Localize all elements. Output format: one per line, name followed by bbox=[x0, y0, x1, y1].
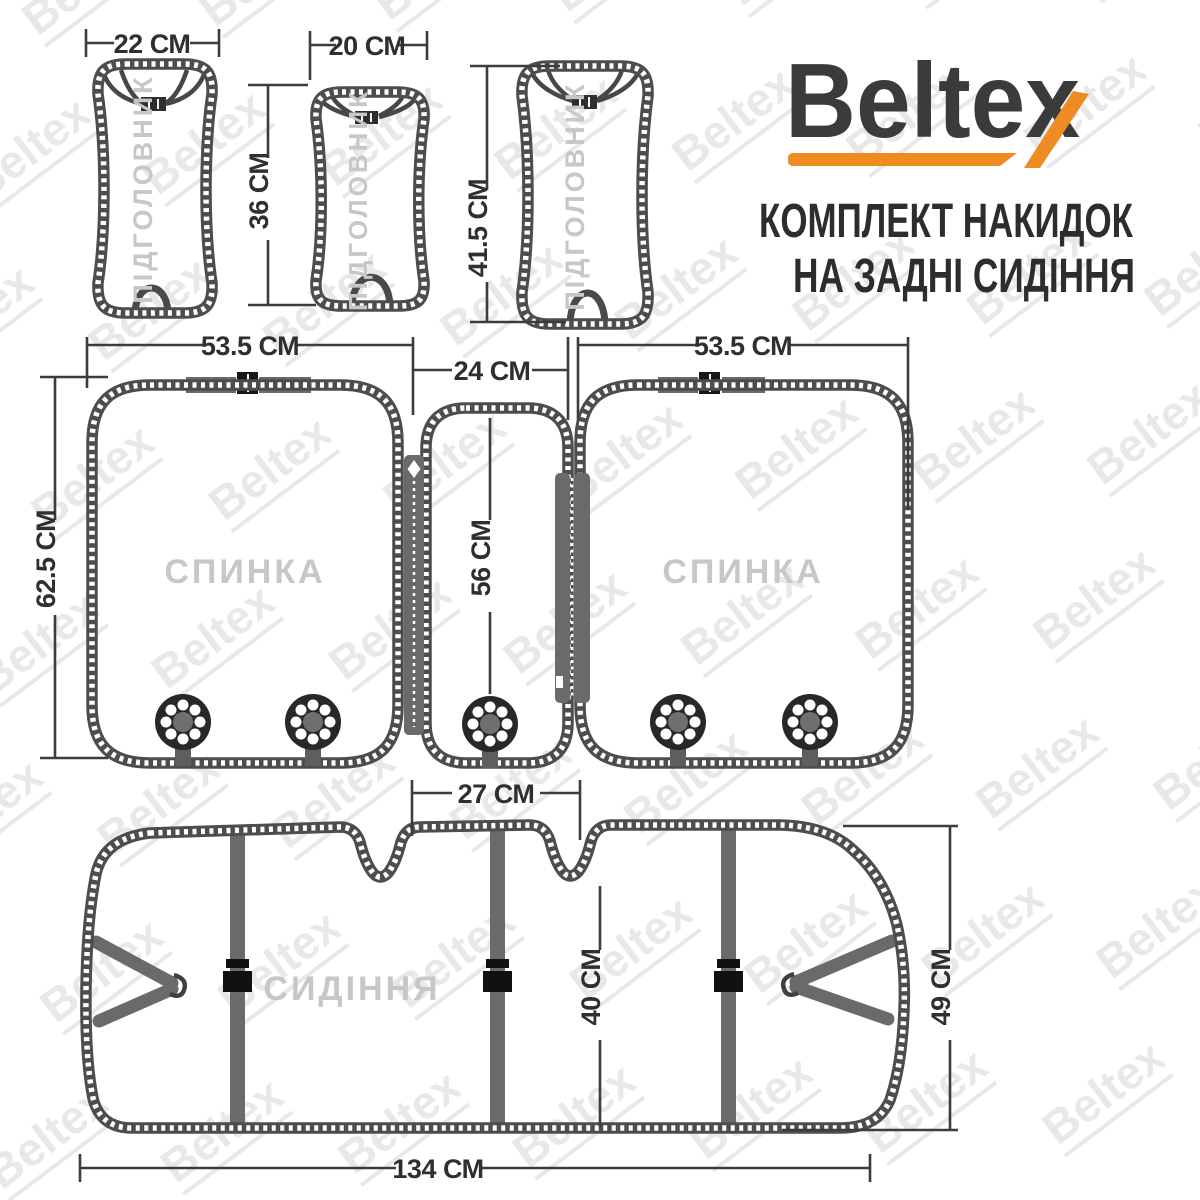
dim-seat-depth: 40 СМ bbox=[576, 949, 606, 1026]
headrest-1-strap-buckle bbox=[141, 97, 166, 111]
dim-backrest-right-width: 53.5 СМ bbox=[694, 331, 792, 361]
seat-hook-strap-left bbox=[89, 935, 188, 1028]
zipper-pull bbox=[407, 460, 421, 478]
title-line-1: КОМПЛЕКТ НАКИДОК bbox=[759, 195, 1134, 248]
dim-headrest2-height: 36 СМ bbox=[244, 153, 274, 230]
dimension-lines bbox=[40, 29, 958, 1182]
dim-backrest-height: 62.5 СМ bbox=[31, 510, 61, 608]
dim-headrest2-width: 20 СМ bbox=[329, 31, 406, 61]
headrest-2-bottom-strap bbox=[348, 273, 394, 306]
logo-underline-swoosh bbox=[788, 153, 1017, 166]
seat-label: СИДІННЯ bbox=[263, 970, 440, 1008]
metal-hook bbox=[169, 972, 188, 999]
logo-x-orange-stroke bbox=[1024, 91, 1089, 168]
headrest-1-bottom-strap bbox=[131, 284, 172, 313]
seat-hook-strap-right bbox=[780, 934, 899, 1026]
title-line-2: НА ЗАДНІ СИДІННЯ bbox=[793, 250, 1135, 303]
headrest-3-label: ПІДГОЛОВНИК bbox=[560, 81, 590, 310]
backrest-right-cover: СПИНКА bbox=[580, 372, 908, 763]
headrest-cover-1: ПІДГОЛОВНИК bbox=[98, 64, 212, 313]
zipper-left bbox=[404, 455, 424, 735]
zipper-right bbox=[555, 473, 590, 703]
dim-seat-side-height: 49 СМ bbox=[926, 949, 956, 1026]
dim-middle-height: 56 СМ bbox=[466, 520, 496, 597]
dim-backrest-left-width: 53.5 СМ bbox=[201, 331, 299, 361]
headrest-cover-2: ПІДГОЛОВНИК bbox=[316, 89, 424, 311]
logo-text: Beltex bbox=[785, 42, 1080, 160]
headrest-2-label: ПІДГОЛОВНИК bbox=[343, 89, 373, 311]
headrest-2-strap-buckle bbox=[355, 111, 378, 124]
backrest-right-label: СПИНКА bbox=[662, 553, 823, 591]
dim-headrest3-height: 41.5 СМ bbox=[463, 179, 493, 277]
beltex-logo: Beltex bbox=[785, 42, 1089, 168]
headrest-3-strap-buckle bbox=[572, 95, 597, 109]
headrest-cover-3: ПІДГОЛОВНИК bbox=[522, 66, 648, 324]
dimension-labels: 22 СМ 20 СМ 36 СМ 41.5 СМ 53.5 СМ 24 СМ … bbox=[31, 29, 956, 1184]
headrest-1-label: ПІДГОЛОВНИК bbox=[128, 74, 158, 303]
headrest-3-bottom-strap bbox=[566, 289, 609, 324]
metal-hook bbox=[780, 971, 799, 998]
dim-middle-width: 24 СМ bbox=[454, 356, 531, 386]
backrest-left-label: СПИНКА bbox=[164, 553, 325, 591]
product-title: КОМПЛЕКТ НАКИДОК НА ЗАДНІ СИДІННЯ bbox=[759, 195, 1135, 303]
dim-headrest1-width: 22 СМ bbox=[114, 29, 191, 59]
backrest-left-cover: СПИНКА bbox=[92, 372, 398, 763]
seat-cover: СИДІННЯ bbox=[86, 825, 904, 1128]
dim-seat-center-width: 27 СМ bbox=[458, 779, 535, 809]
dim-seat-total-width: 134 СМ bbox=[392, 1154, 483, 1184]
